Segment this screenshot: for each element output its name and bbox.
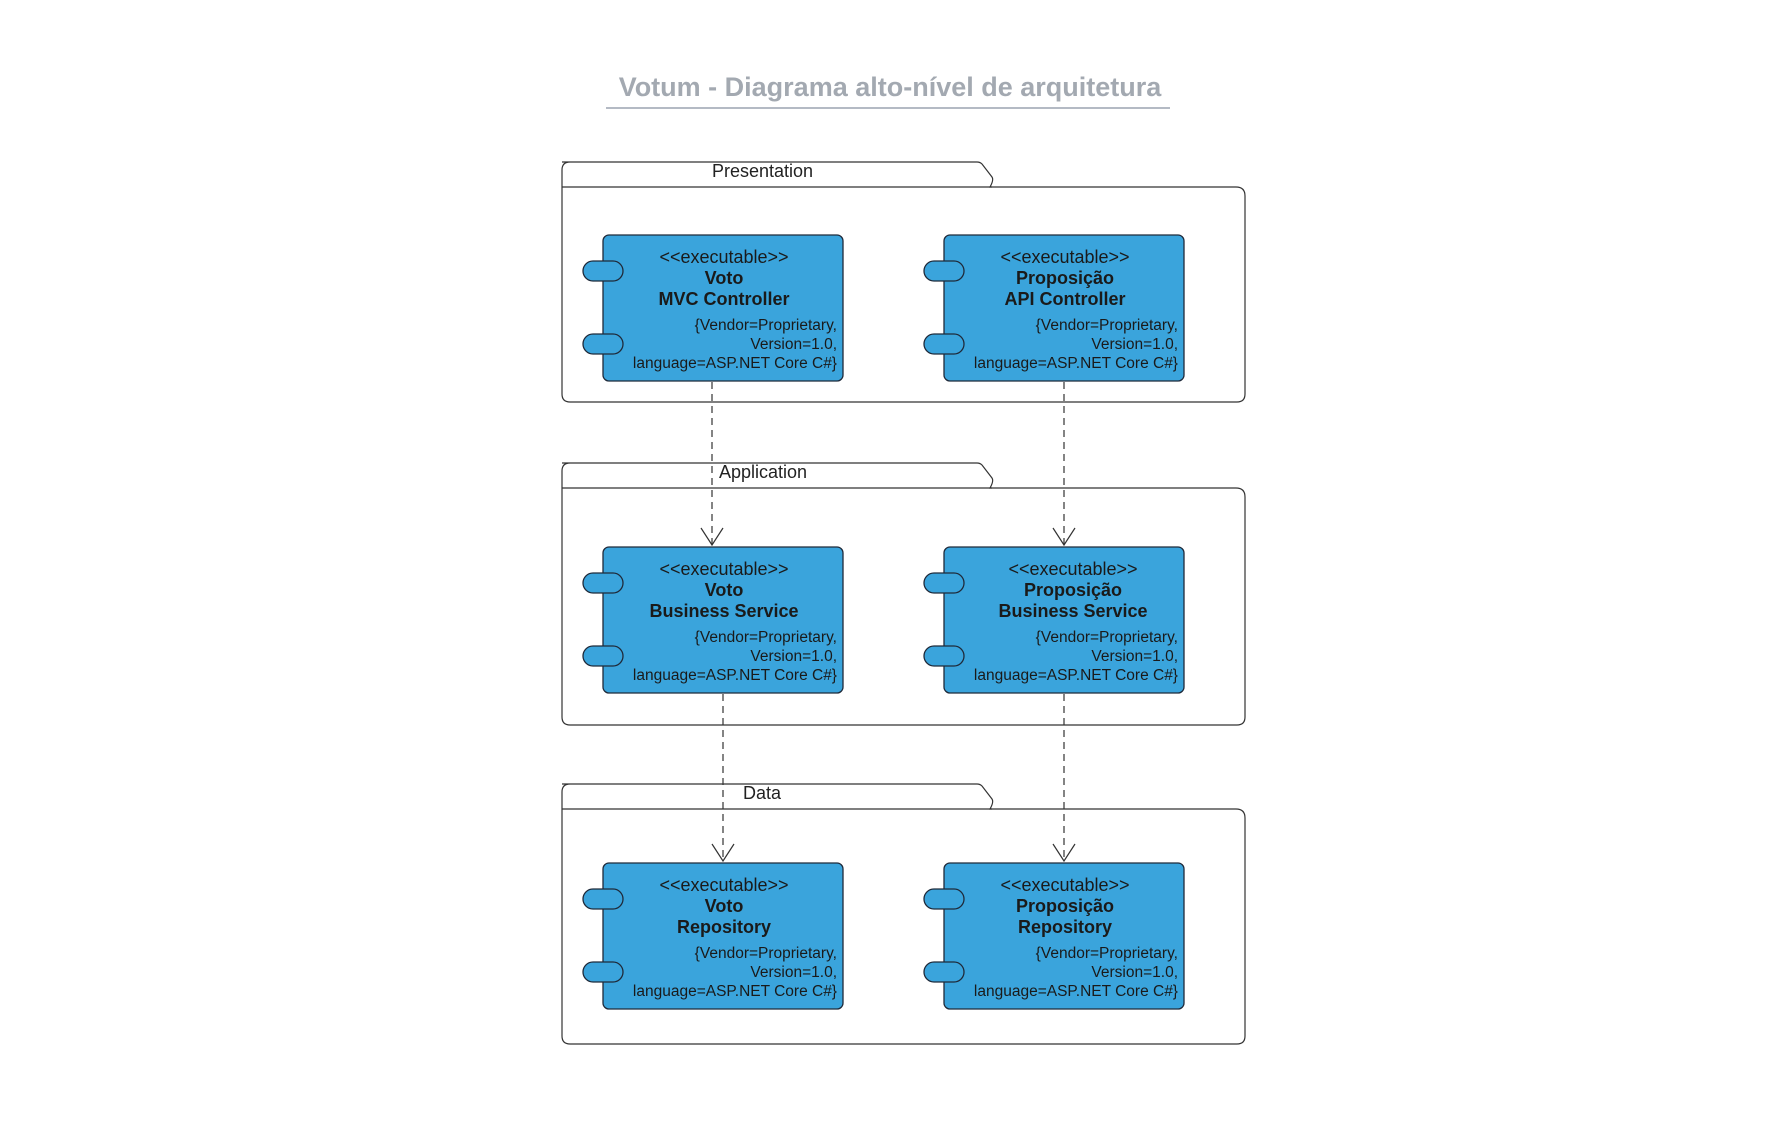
diagram-title: Votum - Diagrama alto-nível de arquitetu… (618, 72, 1162, 102)
component-name: Repository (1017, 917, 1113, 937)
stereotype-label: <<executable>> (1008, 559, 1138, 579)
package-presentation (561, 161, 1246, 403)
package-label-data: Data (743, 783, 782, 803)
stereotype-label: <<executable>> (1000, 247, 1130, 267)
stereotype-label: <<executable>> (659, 559, 789, 579)
component-name: Proposição (1015, 268, 1115, 288)
component-property: Version=1.0, (750, 964, 837, 981)
component-property: language=ASP.NET Core C#} (973, 355, 1178, 372)
component-name: MVC Controller (658, 289, 790, 309)
component-property: {Vendor=Proprietary, (694, 317, 837, 334)
component-property: Version=1.0, (1091, 648, 1178, 665)
component-property: {Vendor=Proprietary, (694, 629, 837, 646)
component-property: Version=1.0, (750, 336, 837, 353)
component-property: language=ASP.NET Core C#} (632, 983, 837, 1000)
component-property: language=ASP.NET Core C#} (973, 667, 1178, 684)
component-text-proposicao-api-controller: <<executable>> Proposição API Controller… (950, 247, 1180, 373)
component-property: Version=1.0, (1091, 964, 1178, 981)
component-name: Repository (676, 917, 772, 937)
component-name: Proposição (1015, 896, 1115, 916)
dependency-voto-controller-to-service (700, 382, 724, 547)
component-property: {Vendor=Proprietary, (1035, 945, 1178, 962)
stereotype-label: <<executable>> (659, 875, 789, 895)
component-name: Business Service (998, 601, 1148, 621)
component-name: API Controller (1004, 289, 1126, 309)
component-name: Voto (704, 896, 744, 916)
package-label-application: Application (719, 462, 808, 482)
component-property: language=ASP.NET Core C#} (632, 355, 837, 372)
title-underline (606, 107, 1170, 109)
component-name: Voto (704, 580, 744, 600)
component-property: language=ASP.NET Core C#} (973, 983, 1178, 1000)
dependency-proposicao-service-to-repository (1052, 694, 1076, 863)
component-property: {Vendor=Proprietary, (1035, 317, 1178, 334)
stereotype-label: <<executable>> (1000, 875, 1130, 895)
dependency-proposicao-controller-to-service (1052, 382, 1076, 547)
package-application (561, 462, 1246, 726)
package-label-presentation: Presentation (712, 161, 814, 181)
component-property: {Vendor=Proprietary, (694, 945, 837, 962)
component-name: Voto (704, 268, 744, 288)
component-name: Business Service (649, 601, 799, 621)
component-text-proposicao-repository: <<executable>> Proposição Repository {Ve… (950, 875, 1180, 1001)
component-property: language=ASP.NET Core C#} (632, 667, 837, 684)
component-property: Version=1.0, (750, 648, 837, 665)
dependency-voto-service-to-repository (711, 694, 735, 863)
component-text-voto-mvc-controller: <<executable>> Voto MVC Controller {Vend… (609, 247, 839, 373)
component-text-voto-repository: <<executable>> Voto Repository {Vendor=P… (609, 875, 839, 1001)
component-text-proposicao-business-service: <<executable>> Proposição Business Servi… (950, 559, 1180, 685)
component-text-voto-business-service: <<executable>> Voto Business Service {Ve… (609, 559, 839, 685)
component-property: {Vendor=Proprietary, (1035, 629, 1178, 646)
stereotype-label: <<executable>> (659, 247, 789, 267)
component-name: Proposição (1023, 580, 1123, 600)
package-data (561, 783, 1246, 1045)
component-property: Version=1.0, (1091, 336, 1178, 353)
